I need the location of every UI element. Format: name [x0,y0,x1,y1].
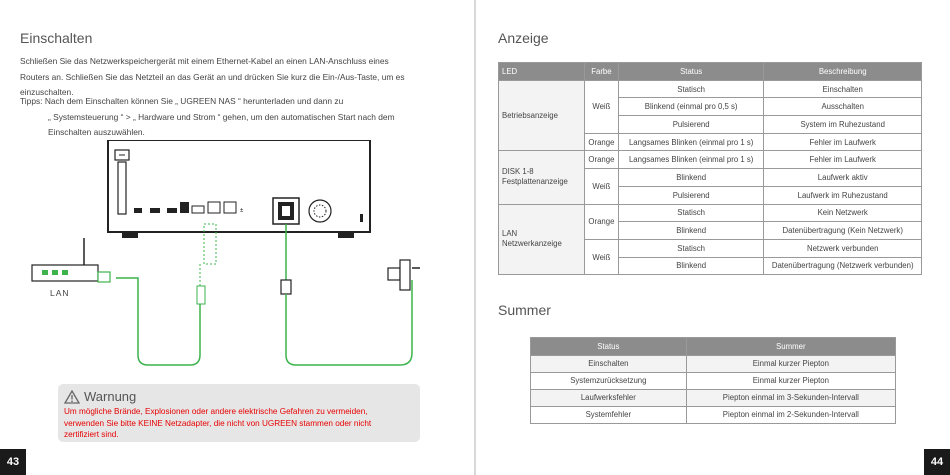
status-cell: Pulsierend [617,115,765,134]
status-cell: Systemzurücksetzung [530,371,687,390]
page-44: Anzeige LED Farbe Status Beschreibung Be… [476,0,950,475]
description-cell: Kein Netzwerk [763,203,922,223]
status-cell: Langsames Blinken (einmal pro 1 s) [617,132,765,152]
color-cell: Orange [583,150,619,170]
led-name-betriebsanzeige: Betriebsanzeige [498,79,585,152]
table-row: Betriebsanzeige Weiß Statisch Einschalte… [498,79,922,152]
header-status: Status [617,62,765,81]
tips-line-2: „ Systemsteuerung “ > „ Hardware und Str… [48,111,395,122]
table-row: Blinkend Datenübertragung (Netzwerk verb… [499,256,922,276]
status-cell: Langsames Blinken (einmal pro 1 s) [617,150,765,170]
description-cell: Laufwerk im Ruhezustand [763,185,922,205]
tips-paragraph: Tipps: Nach dem Einschalten können Sie „… [20,94,460,141]
status-cell: Blinkend [617,168,765,187]
warning-box: Warnung Um mögliche Brände, Explosionen … [58,384,420,442]
led-table-header-row: LED Farbe Status Beschreibung [498,62,922,81]
buzzer-cell: Piepton einmal im 2-Sekunden-Intervall [685,405,897,424]
buzzer-cell: Piepton einmal im 3-Sekunden-Intervall [685,388,897,407]
page-number-right: 44 [924,449,950,475]
intro-paragraph: Schließen Sie das Netzwerkspeichergerät … [20,54,450,101]
led-name-line: Festplattenanzeige [502,177,568,187]
warning-text: Um mögliche Brände, Explosionen oder and… [64,406,414,441]
table-row: Systemfehler Piepton einmal im 2-Sekunde… [530,405,897,424]
description-cell: Einschalten [763,79,922,99]
color-cell: Orange [583,203,619,240]
page-divider [474,0,476,475]
status-cell: Einschalten [530,354,687,373]
description-cell: Datenübertragung (Netzwerk verbunden) [763,256,922,276]
table-row: Blinkend Datenübertragung (Kein Netzwerk… [499,221,922,240]
status-cell: Blinkend [617,256,765,276]
buzzer-table-header-row: Status Summer [530,337,897,356]
power-plug-illustration [387,259,420,291]
led-name-line: Netzwerkanzeige [502,239,562,249]
color-cell: Weiß [583,238,619,276]
warning-line-2: verwenden Sie bitte KEINE Netzadapter, d… [64,418,372,428]
status-cell: Pulsierend [617,185,765,205]
table-row: Orange Langsames Blinken (einmal pro 1 s… [499,132,922,152]
section-title-einschalten: Einschalten [20,30,93,46]
status-cell: Statisch [617,238,765,258]
intro-line-1: Schließen Sie das Netzwerkspeichergerät … [20,56,389,66]
header-farbe: Farbe [583,62,619,81]
description-cell: Ausschalten [763,97,922,117]
color-cell: Weiß [583,168,619,205]
nas-device-illustration: ± [107,140,371,238]
section-title-anzeige: Anzeige [498,30,549,46]
status-cell: Systemfehler [530,405,687,424]
svg-text:±: ± [240,208,244,214]
warning-triangle-icon [64,389,80,404]
lan-label: LAN [50,288,70,298]
warning-title: Warnung [84,389,137,404]
led-name-lan: LAN Netzwerkanzeige [498,203,585,276]
led-name-line: LAN [502,229,518,239]
tips-line-3: Einschalten auszuwählen. [48,127,145,137]
color-cell: Weiß [583,79,619,134]
header-led: LED [498,62,585,81]
table-row: DISK 1-8 Festplattenanzeige Orange Langs… [498,150,922,205]
warning-line-1: Um mögliche Brände, Explosionen oder and… [64,407,368,416]
status-cell: Statisch [617,203,765,223]
buzzer-cell: Einmal kurzer Piepton [685,371,897,390]
table-row: Systemzurücksetzung Einmal kurzer Piepto… [530,371,897,390]
table-row: LAN Netzwerkanzeige Orange Statisch Kein… [498,203,922,276]
table-row: Laufwerksfehler Piepton einmal im 3-Seku… [530,388,897,407]
description-cell: Fehler im Laufwerk [763,150,922,170]
tips-line-1: Tipps: Nach dem Einschalten können Sie „… [20,96,344,106]
led-name-line: DISK 1-8 [502,167,534,177]
led-indicator-table: LED Farbe Status Beschreibung Betriebsan… [498,62,922,276]
buzzer-cell: Einmal kurzer Piepton [685,354,897,373]
page-43: Einschalten Schließen Sie das Netzwerksp… [0,0,474,475]
header-status: Status [530,337,687,356]
header-summer: Summer [685,337,897,356]
warning-header: Warnung [64,389,414,404]
router-illustration [31,238,111,283]
led-name-disk: DISK 1-8 Festplattenanzeige [498,150,585,205]
description-cell: Datenübertragung (Kein Netzwerk) [763,221,922,240]
description-cell: Netzwerk verbunden [763,238,922,258]
description-cell: Laufwerk aktiv [763,168,922,187]
section-title-summer: Summer [498,302,551,318]
buzzer-table: Status Summer Einschalten Einmal kurzer … [530,337,897,424]
connection-diagram: ± [31,140,420,366]
description-cell: Fehler im Laufwerk [763,132,922,152]
header-beschreibung: Beschreibung [763,62,922,81]
table-row: Einschalten Einmal kurzer Piepton [530,354,897,373]
status-cell: Blinkend [617,221,765,240]
page-number-left: 43 [0,449,26,475]
intro-line-2: Routers an. Schließen Sie das Netzteil a… [20,71,405,82]
color-cell: Orange [583,132,619,152]
table-row: Weiß Blinkend Laufwerk aktiv [499,168,922,205]
status-cell: Blinkend (einmal pro 0,5 s) [617,97,765,117]
intro-line-3: einzuschalten. [20,87,74,97]
description-cell: System im Ruhezustand [763,115,922,134]
warning-line-3: zertifiziert sind. [64,430,119,439]
table-row: Pulsierend System im Ruhezustand [499,115,922,134]
status-cell: Laufwerksfehler [530,388,687,407]
status-cell: Statisch [617,79,765,99]
